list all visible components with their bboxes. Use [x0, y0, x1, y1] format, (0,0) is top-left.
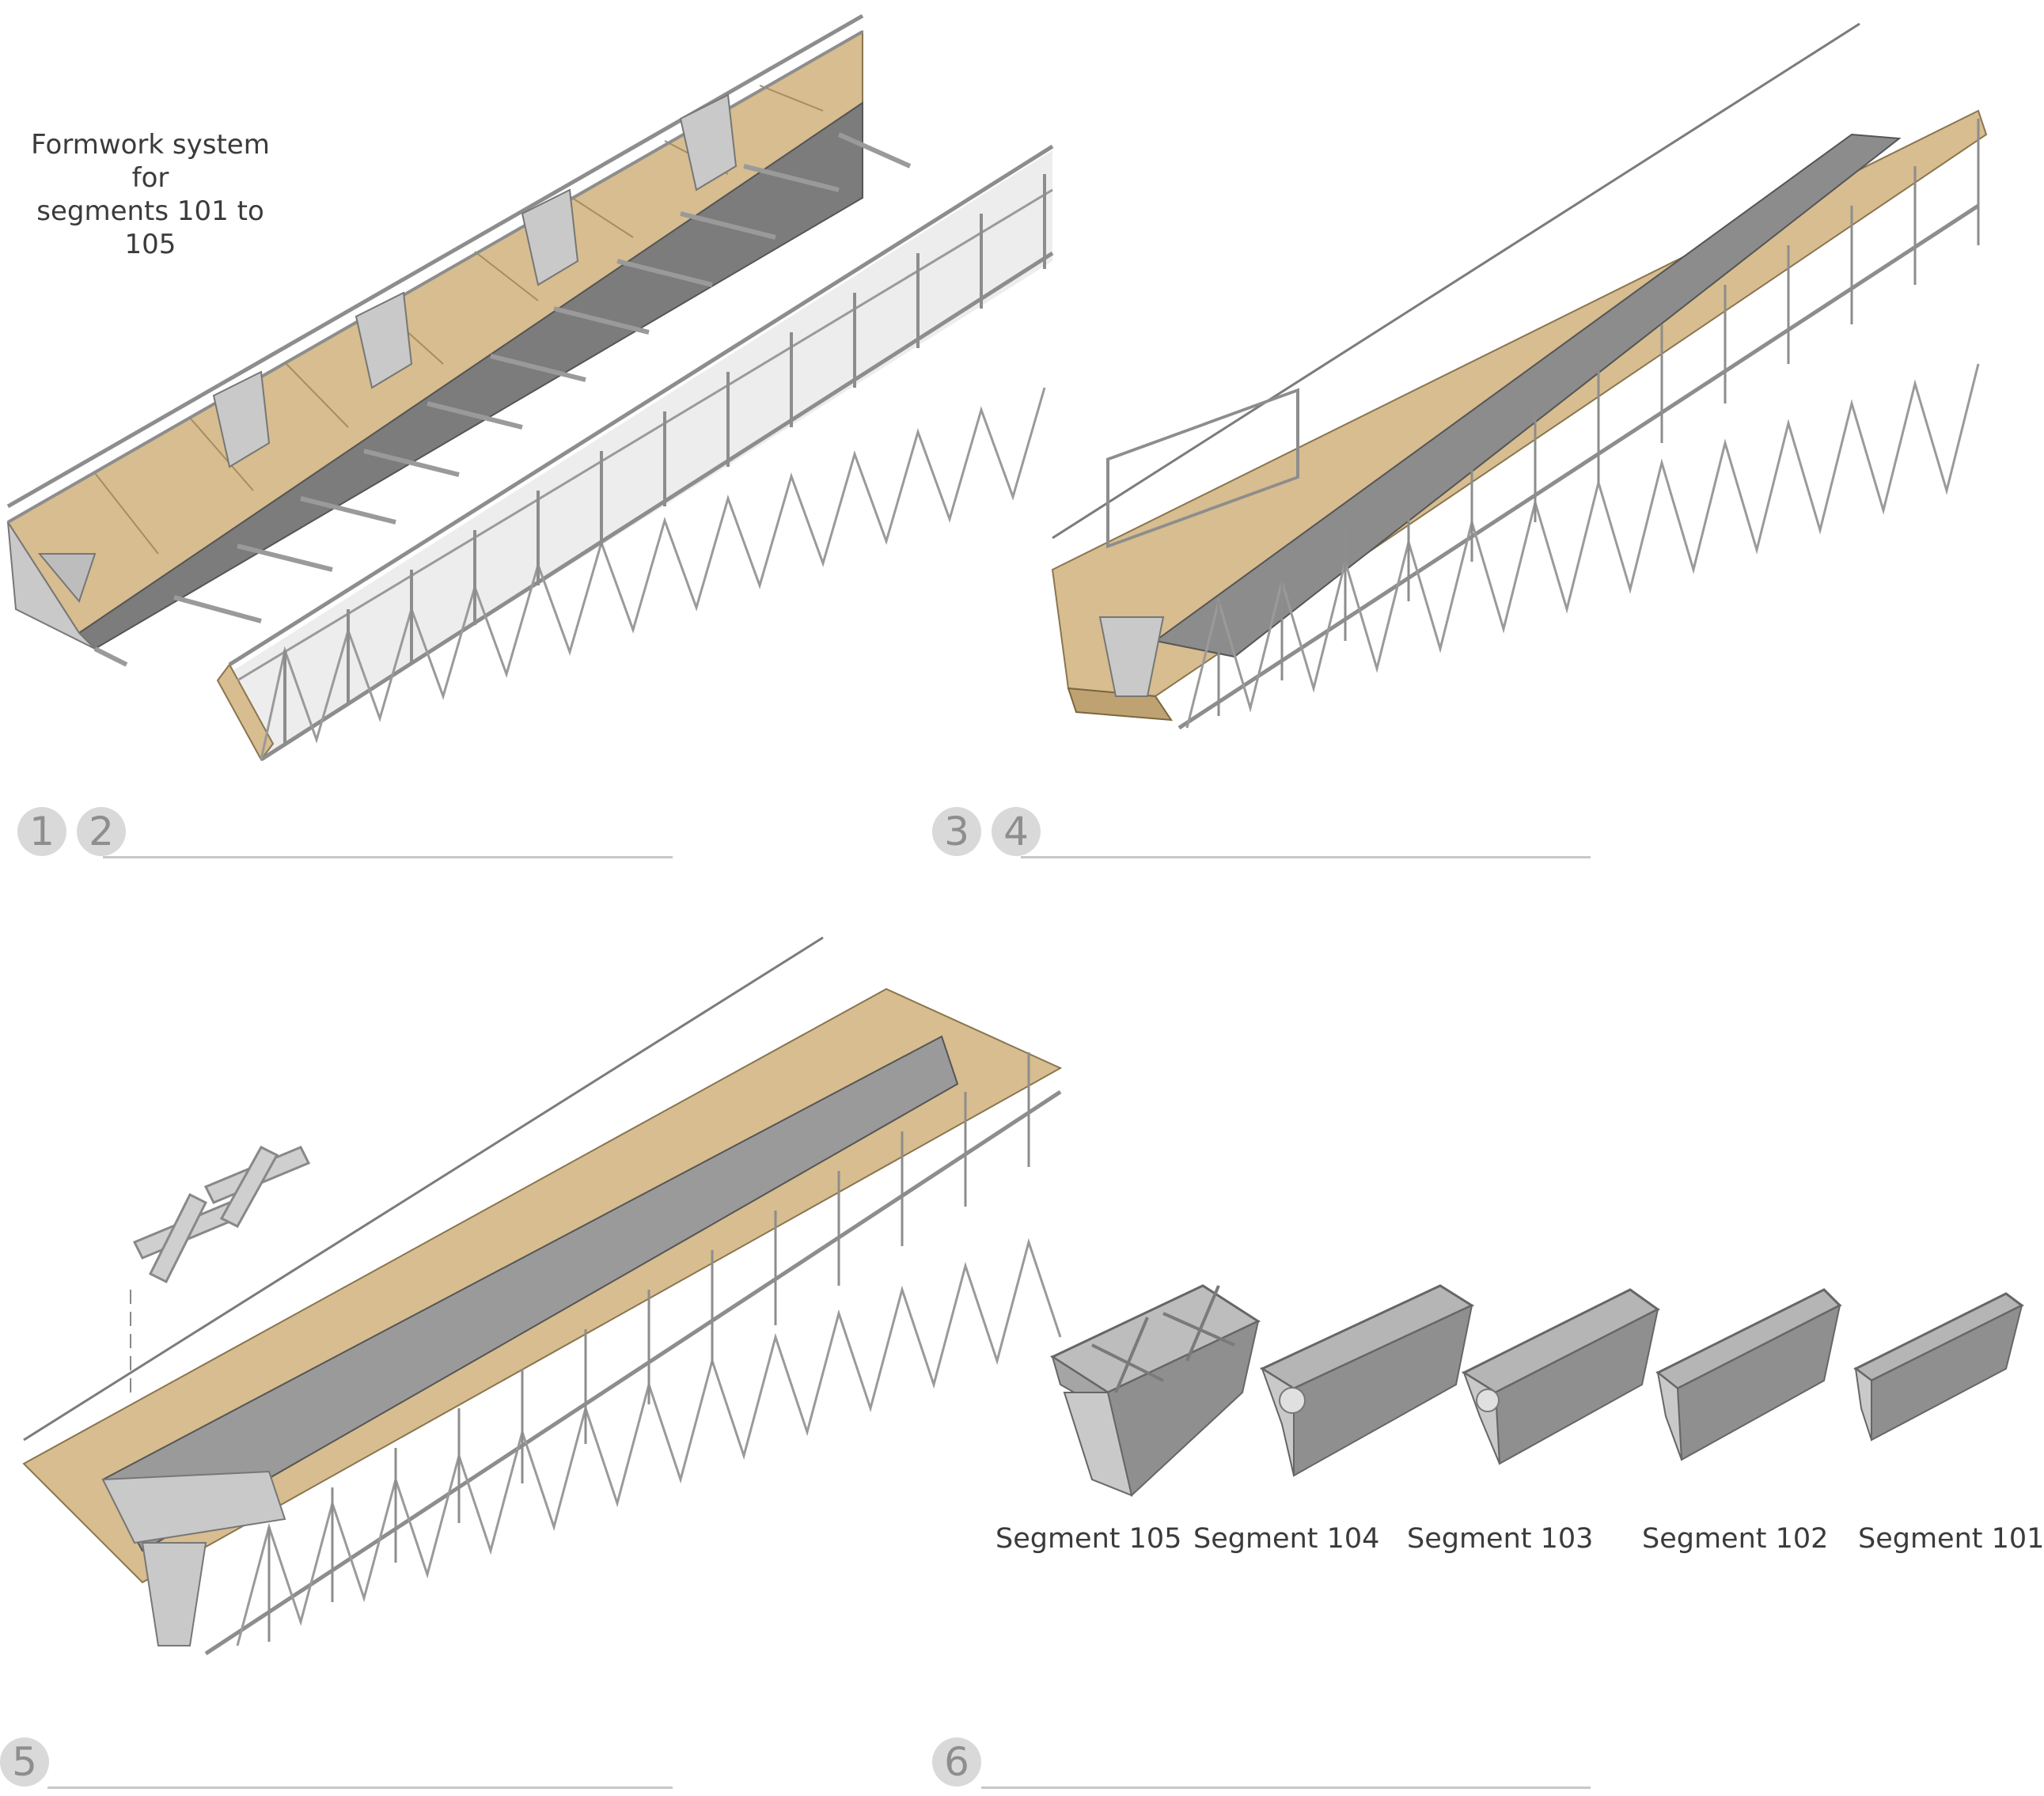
segment-104-shape [1259, 1284, 1475, 1477]
segment-105-shape [1049, 1284, 1261, 1497]
step-badge-1: 1 [17, 807, 66, 856]
segment-103-shape [1461, 1288, 1660, 1465]
step-divider-3-4 [1021, 856, 1591, 858]
formwork-caption: Formwork system for segments 101 to 105 [16, 128, 285, 261]
segment-label-105: Segment 105 [995, 1523, 1182, 1555]
cross-braces [132, 1146, 311, 1284]
step-divider-5 [47, 1787, 673, 1789]
step-badge-2: 2 [77, 807, 126, 856]
segment-102-shape [1655, 1288, 1842, 1461]
scaffold-right [216, 144, 1054, 762]
segment-label-101: Segment 101 [1858, 1523, 2044, 1555]
caption-line-1: Formwork system for [31, 129, 270, 194]
caption-line-2: segments 101 to 105 [36, 195, 264, 260]
step-divider-6 [981, 1787, 1591, 1789]
formwork-deck-3-4 [1051, 22, 1988, 730]
step-divider-1-2 [103, 856, 673, 858]
step-badge-5: 5 [0, 1737, 49, 1787]
step-badge-3: 3 [932, 807, 981, 856]
segment-label-104: Segment 104 [1193, 1523, 1380, 1555]
step-badge-4: 4 [992, 807, 1041, 856]
formwork-wall-left [6, 13, 912, 667]
segment-label-102: Segment 102 [1642, 1523, 1829, 1555]
formwork-deck-5 [22, 936, 1063, 1656]
segment-101-shape [1853, 1292, 2024, 1442]
segment-label-103: Segment 103 [1407, 1523, 1594, 1555]
step-badge-6: 6 [932, 1737, 981, 1787]
